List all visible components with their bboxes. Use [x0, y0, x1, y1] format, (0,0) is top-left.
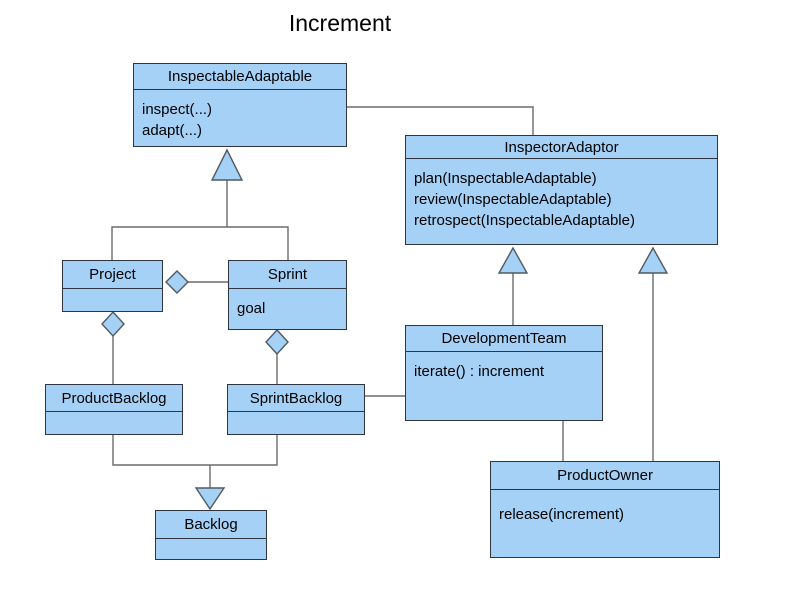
- class-members: iterate() : increment: [406, 352, 602, 420]
- class-member: plan(InspectableAdaptable): [414, 170, 597, 187]
- aggregation-diamond-icon: [265, 328, 289, 356]
- generalization-triangle-icon: [210, 148, 244, 181]
- class-title: Sprint: [229, 261, 346, 289]
- aggregation-diamond-icon: [101, 310, 125, 338]
- class-project: Project: [62, 260, 163, 312]
- generalization-project-sprint-inspectableadaptable: [111, 148, 289, 260]
- generalization-developmentteam-inspectoradaptor: [497, 246, 529, 325]
- class-title: ProductOwner: [491, 462, 719, 490]
- class-member: release(increment): [499, 506, 625, 523]
- class-member: review(InspectableAdaptable): [414, 191, 612, 208]
- association-inspectableadaptable-inspectoradaptor: [347, 106, 534, 136]
- generalization-triangle-icon: [194, 487, 226, 511]
- class-developmentteam: DevelopmentTeam iterate() : increment: [405, 325, 603, 421]
- class-members: release(increment): [491, 490, 719, 557]
- class-members: [46, 412, 182, 434]
- class-members: [63, 289, 162, 311]
- class-member: inspect(...): [142, 101, 213, 118]
- class-member: retrospect(InspectableAdaptable): [414, 212, 635, 229]
- class-members: [156, 539, 266, 559]
- diagram-title: Increment: [288, 10, 392, 36]
- class-title: SprintBacklog: [228, 385, 364, 412]
- generalization-productowner-inspectoradaptor: [637, 246, 669, 461]
- class-member: adapt(...): [142, 122, 203, 139]
- generalization-triangle-icon: [497, 246, 529, 274]
- class-sprintbacklog: SprintBacklog: [227, 384, 365, 435]
- class-member: iterate() : increment: [414, 363, 545, 380]
- class-title: Backlog: [156, 511, 266, 539]
- aggregation-diamond-icon: [165, 270, 189, 294]
- class-backlog: Backlog: [155, 510, 267, 560]
- class-members: [228, 412, 364, 434]
- class-title: Project: [63, 261, 162, 289]
- class-productbacklog: ProductBacklog: [45, 384, 183, 435]
- class-productowner: ProductOwner release(increment): [490, 461, 720, 558]
- aggregation-project-productbacklog: [101, 310, 125, 384]
- class-members: plan(InspectableAdaptable) review(Inspec…: [406, 159, 717, 244]
- class-title: InspectorAdaptor: [406, 136, 717, 159]
- class-member: goal: [237, 300, 266, 317]
- class-members: goal: [229, 289, 346, 329]
- class-members: inspect(...) adapt(...): [134, 90, 346, 146]
- class-title: InspectableAdaptable: [134, 64, 346, 90]
- generalization-triangle-icon: [637, 246, 669, 274]
- generalization-backlogs-backlog: [112, 435, 278, 511]
- class-inspectoradaptor: InspectorAdaptor plan(InspectableAdaptab…: [405, 135, 718, 245]
- aggregation-sprint-sprintbacklog: [265, 328, 289, 384]
- class-title: ProductBacklog: [46, 385, 182, 412]
- class-sprint: Sprint goal: [228, 260, 347, 330]
- class-inspectableadaptable: InspectableAdaptable inspect(...) adapt(…: [133, 63, 347, 147]
- aggregation-project-sprint: [165, 270, 228, 294]
- class-title: DevelopmentTeam: [406, 326, 602, 352]
